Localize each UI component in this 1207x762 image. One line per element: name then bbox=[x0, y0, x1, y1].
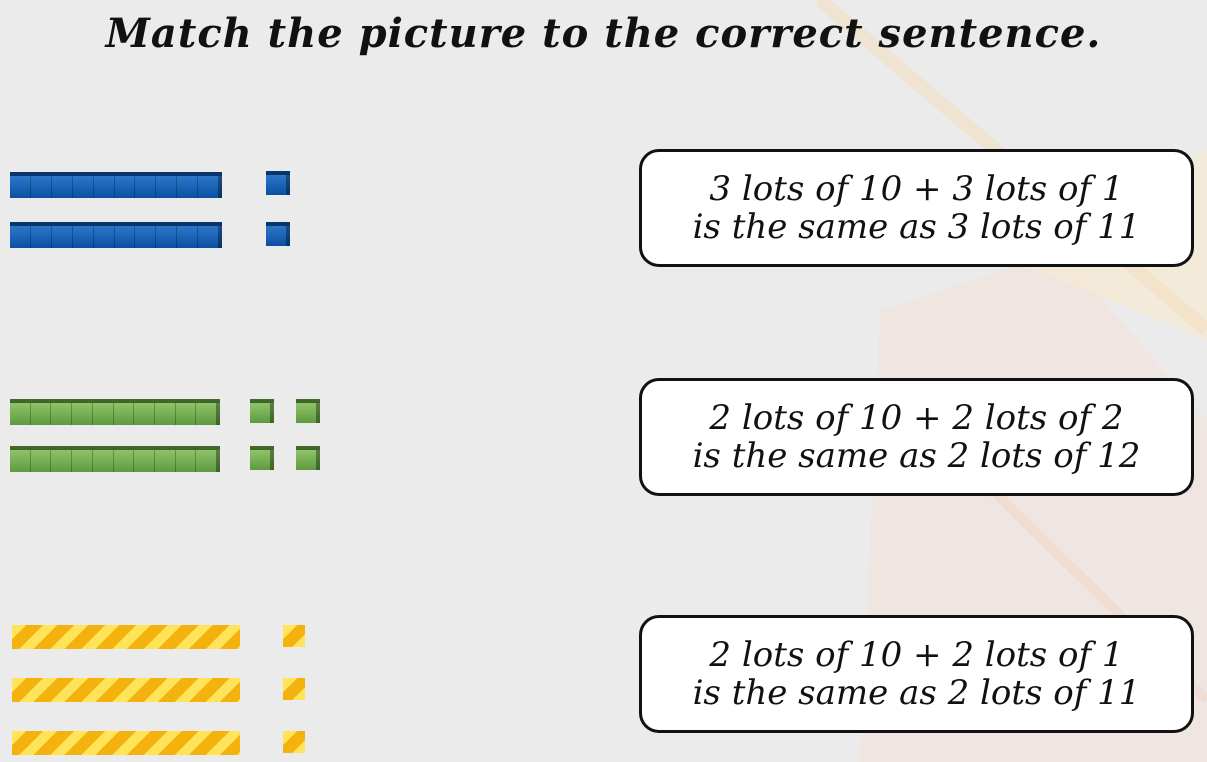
ten-rod bbox=[10, 222, 222, 248]
one-cube bbox=[266, 222, 290, 246]
one-cube bbox=[296, 446, 320, 470]
ten-rod bbox=[10, 172, 222, 198]
page-title: Match the picture to the correct sentenc… bbox=[105, 10, 1102, 57]
sentence-line-2: is the same as 2 lots of 11 bbox=[692, 673, 1141, 713]
sentence-line-2: is the same as 3 lots of 11 bbox=[692, 207, 1141, 247]
sentence-card-3[interactable]: 2 lots of 10 + 2 lots of 1 is the same a… bbox=[639, 615, 1194, 733]
one-cube bbox=[296, 399, 320, 423]
one-cube bbox=[250, 399, 274, 423]
one-cube bbox=[283, 678, 305, 700]
one-cube bbox=[283, 625, 305, 647]
sentence-line-1: 2 lots of 10 + 2 lots of 1 bbox=[709, 635, 1124, 675]
ten-rod bbox=[10, 399, 220, 425]
ten-rod bbox=[12, 731, 240, 755]
one-cube bbox=[250, 446, 274, 470]
ten-rod bbox=[10, 446, 220, 472]
one-cube bbox=[283, 731, 305, 753]
sentence-line-1: 2 lots of 10 + 2 lots of 2 bbox=[709, 398, 1124, 438]
sentence-card-2[interactable]: 2 lots of 10 + 2 lots of 2 is the same a… bbox=[639, 378, 1194, 496]
ten-rod bbox=[12, 625, 240, 649]
one-cube bbox=[266, 171, 290, 195]
ten-rod bbox=[12, 678, 240, 702]
sentence-line-1: 3 lots of 10 + 3 lots of 1 bbox=[709, 169, 1124, 209]
sentence-card-1[interactable]: 3 lots of 10 + 3 lots of 1 is the same a… bbox=[639, 149, 1194, 267]
sentence-line-2: is the same as 2 lots of 12 bbox=[692, 436, 1141, 476]
